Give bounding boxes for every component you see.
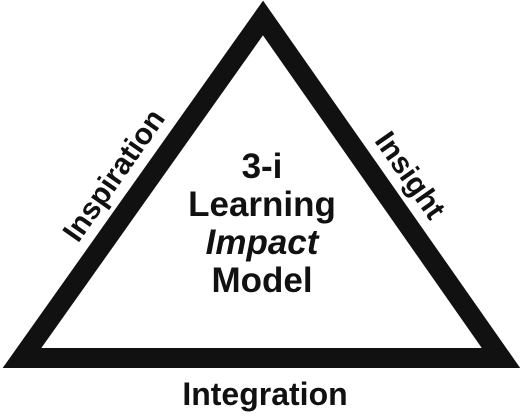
triangle-outline	[2, 0, 521, 368]
model-title-line-1: 3-i	[241, 147, 283, 186]
model-title-line-4: Model	[211, 261, 313, 300]
model-title: 3-i Learning Impact Model	[162, 148, 362, 300]
model-title-line-2: Learning	[188, 185, 336, 224]
side-label-integration: Integration	[182, 376, 347, 412]
model-title-line-3: Impact	[205, 223, 319, 262]
